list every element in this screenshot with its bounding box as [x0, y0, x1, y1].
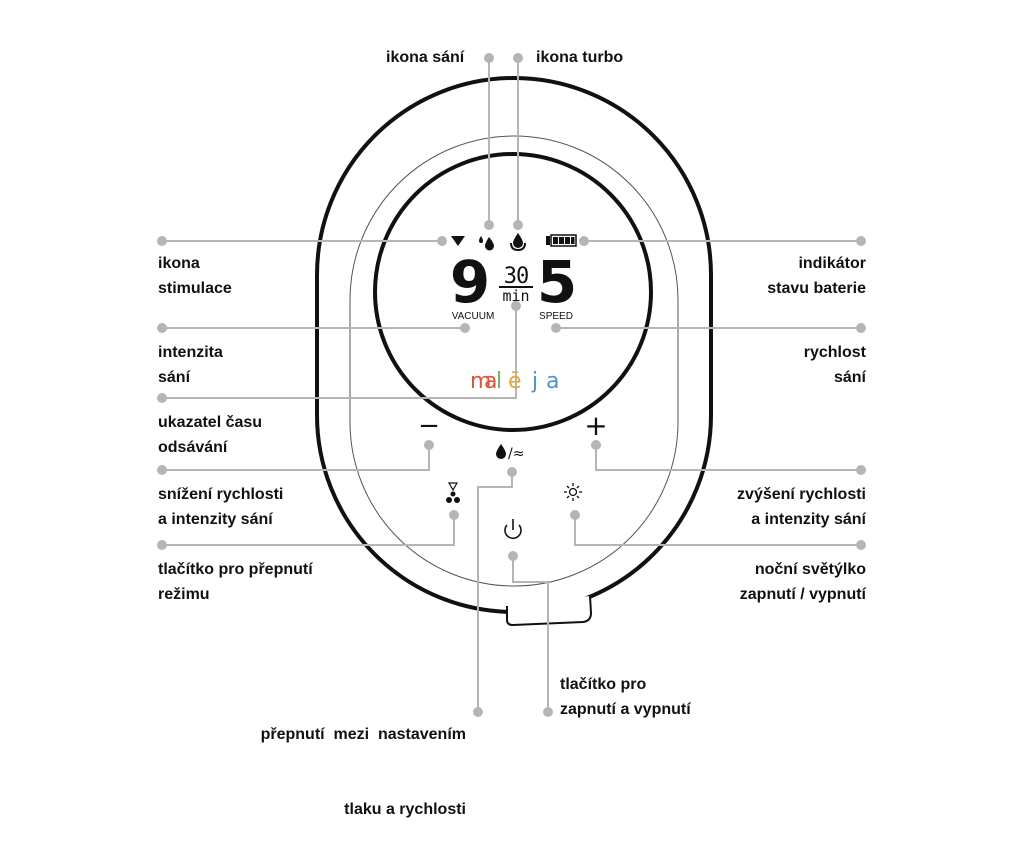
- drop-icon: [496, 444, 506, 459]
- mode-triangle-icon: [447, 482, 459, 492]
- pressure-speed-symbol: /≈: [508, 446, 524, 462]
- label-mode-button: tlačítko pro přepnutí režimu: [158, 561, 313, 603]
- stimulation-icon: [451, 236, 465, 246]
- minutes-value: 30: [504, 264, 529, 289]
- label-decrease: snížení rychlosti a intenzity sání: [158, 486, 284, 528]
- power-icon: [504, 519, 522, 540]
- minutes-unit: min: [502, 287, 529, 305]
- decrease-button[interactable]: −: [418, 411, 440, 441]
- turbo-icon: [510, 233, 526, 252]
- vacuum-label: VACUUM: [452, 311, 495, 322]
- label-time-indicator: ukazatel času odsávání: [158, 414, 263, 456]
- brand-letter: a: [484, 369, 497, 394]
- display-circle: [373, 152, 653, 432]
- label-night-light: noční světýlko zapnutí / vypnutí: [739, 561, 866, 603]
- brand-letter: ē: [508, 369, 522, 394]
- mode-button[interactable]: [446, 482, 460, 503]
- label-power-button: tlačítko pro zapnutí a vypnutí: [560, 676, 691, 718]
- brand-letter: j: [531, 369, 538, 394]
- power-button[interactable]: [504, 519, 522, 540]
- label-suction-icon: ikona sání: [386, 49, 465, 66]
- speed-value: 5: [537, 248, 577, 316]
- vacuum-value: 9: [450, 248, 490, 316]
- mode-drop-icon: [450, 491, 456, 497]
- increase-button[interactable]: +: [584, 409, 607, 442]
- leader-lines: [157, 53, 866, 717]
- brand-letter: a: [546, 369, 559, 394]
- label-increase: zvýšení rychlosti a intenzity sání: [737, 486, 866, 528]
- suction-icon: [479, 236, 494, 251]
- label-pressure-speed: přepnutí mezi nastavením tlaku a rychlos…: [260, 726, 466, 818]
- label-suction-intensity: intenzita sání: [158, 344, 223, 386]
- pressure-speed-button[interactable]: /≈: [496, 444, 524, 462]
- label-battery-indicator: indikátor stavu baterie: [767, 255, 866, 297]
- label-suction-speed: rychlost sání: [803, 344, 866, 386]
- label-stimulation-icon: ikona stimulace: [158, 255, 232, 297]
- device-inner-bezel: [349, 135, 679, 587]
- sun-icon: [564, 483, 582, 501]
- brand-letter: m: [470, 369, 491, 394]
- battery-icon: [546, 234, 577, 247]
- brand-letter: l: [496, 369, 502, 394]
- label-turbo-icon: ikona turbo: [536, 49, 624, 66]
- speed-label: SPEED: [539, 311, 573, 322]
- night-light-button[interactable]: [564, 483, 582, 501]
